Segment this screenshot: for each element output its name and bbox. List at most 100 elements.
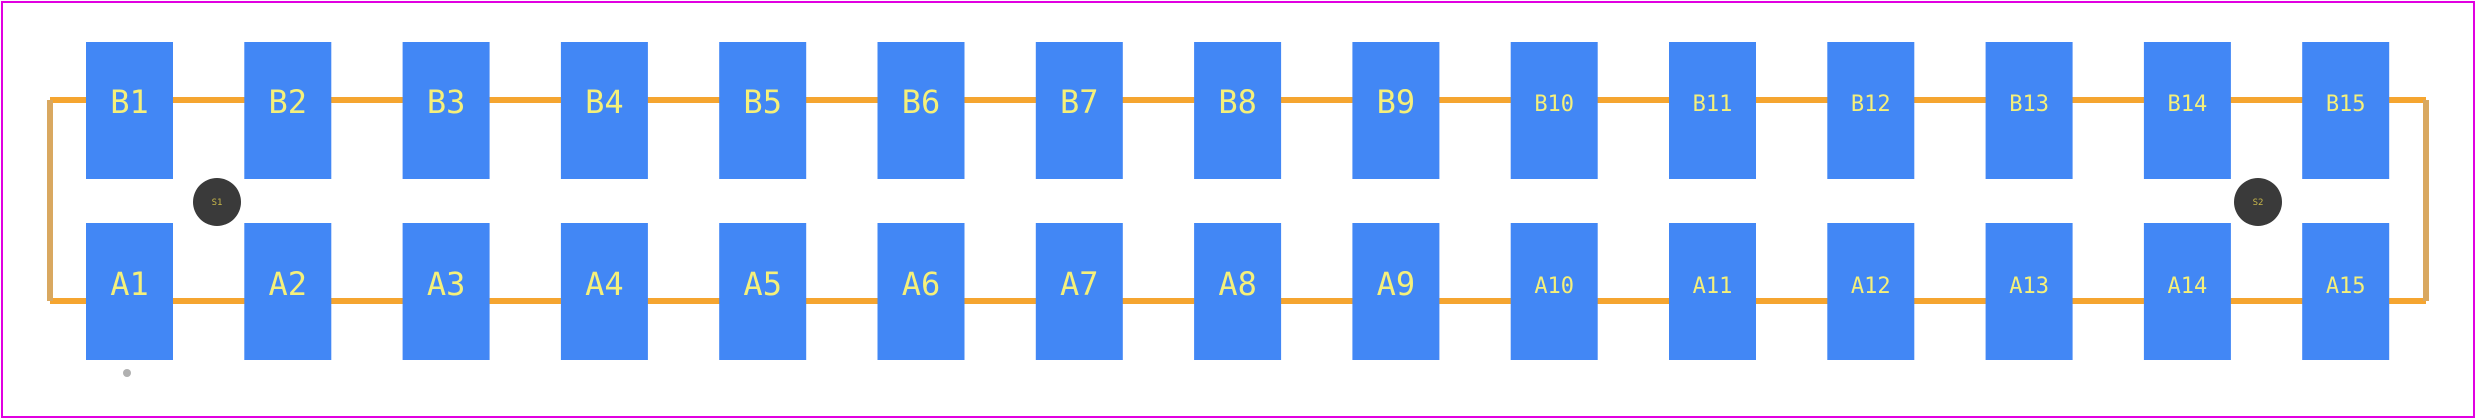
pad-label: B15 — [2326, 92, 2366, 117]
pad-b5: B5 — [719, 42, 807, 179]
pad-b14: B14 — [2143, 42, 2231, 179]
pad-label: B13 — [2009, 92, 2049, 117]
pad-rect — [560, 42, 648, 179]
pad-b8: B8 — [1194, 42, 1282, 179]
hole-circle — [193, 178, 241, 226]
mounting-hole-s1: S1 — [193, 178, 241, 226]
hole-label: S2 — [2253, 198, 2264, 208]
pad-rect — [402, 42, 490, 179]
pad-rect — [560, 223, 648, 360]
pad-b15: B15 — [2302, 42, 2390, 179]
pad-label: B14 — [2168, 92, 2208, 117]
pad-a12: A12 — [1827, 223, 1915, 360]
pad-rect — [244, 42, 332, 179]
pad-rect — [1352, 223, 1440, 360]
pad-label: A9 — [1377, 265, 1416, 303]
pad-label: A2 — [269, 265, 308, 303]
pad-a10: A10 — [1510, 223, 1598, 360]
pad-label: B9 — [1377, 83, 1416, 121]
pad-b11: B11 — [1669, 42, 1756, 179]
pad-a8: A8 — [1194, 223, 1282, 360]
pad-b2: B2 — [244, 42, 332, 179]
pad-label: A1 — [110, 265, 149, 303]
pad-label: A14 — [2168, 274, 2208, 299]
pad-b9: B9 — [1352, 42, 1440, 179]
pad-rect — [402, 223, 490, 360]
pad-rect — [1035, 42, 1123, 179]
pad-label: A3 — [427, 265, 466, 303]
pin1-marker — [123, 369, 131, 377]
pad-rect — [1035, 223, 1123, 360]
pad-b7: B7 — [1035, 42, 1123, 179]
pad-label: B10 — [1534, 92, 1574, 117]
pad-rect — [1985, 42, 2073, 179]
pad-rect — [2143, 223, 2231, 360]
pad-label: B7 — [1060, 83, 1099, 121]
pad-label: A10 — [1534, 274, 1574, 299]
pad-label: B6 — [902, 83, 941, 121]
pad-label: B3 — [427, 83, 466, 121]
pad-rect — [719, 223, 807, 360]
pad-rect — [1194, 42, 1282, 179]
pad-a15: A15 — [2302, 223, 2390, 360]
pad-a6: A6 — [877, 223, 965, 360]
pad-label: A8 — [1218, 265, 1257, 303]
pad-rect — [86, 42, 173, 179]
pad-rect — [1194, 223, 1282, 360]
pad-rect — [2143, 42, 2231, 179]
hole-circle — [2234, 178, 2282, 226]
pad-rect — [1669, 223, 1756, 360]
pad-a2: A2 — [244, 223, 332, 360]
pad-rect — [1669, 42, 1756, 179]
mounting-hole-s2: S2 — [2234, 178, 2282, 226]
pad-rect — [86, 223, 173, 360]
pad-b4: B4 — [560, 42, 648, 179]
pad-rect — [1827, 223, 1915, 360]
pad-a11: A11 — [1669, 223, 1756, 360]
pad-label: A13 — [2009, 274, 2049, 299]
pad-b1: B1 — [86, 42, 173, 179]
pad-a13: A13 — [1985, 223, 2073, 360]
pad-label: B8 — [1218, 83, 1257, 121]
pad-a4: A4 — [560, 223, 648, 360]
pad-label: A7 — [1060, 265, 1099, 303]
pad-label: A5 — [743, 265, 782, 303]
pad-a5: A5 — [719, 223, 807, 360]
pad-a1: A1 — [86, 223, 173, 360]
pad-rect — [1827, 42, 1915, 179]
pad-rect — [1510, 42, 1598, 179]
pad-label: B11 — [1693, 92, 1733, 117]
pad-label: B4 — [585, 83, 624, 121]
hole-label: S1 — [212, 198, 223, 208]
pad-b10: B10 — [1510, 42, 1598, 179]
pad-b13: B13 — [1985, 42, 2073, 179]
pad-a7: A7 — [1035, 223, 1123, 360]
pad-label: A12 — [1851, 274, 1891, 299]
mounting-hole-group: S1 S2 — [193, 178, 2282, 226]
pad-rect — [1510, 223, 1598, 360]
pad-label: B1 — [110, 83, 149, 121]
pad-label: B5 — [743, 83, 782, 121]
pad-label: B2 — [269, 83, 308, 121]
pad-rect — [244, 223, 332, 360]
pad-label: B12 — [1851, 92, 1891, 117]
pad-b3: B3 — [402, 42, 490, 179]
pad-label: A15 — [2326, 274, 2366, 299]
pad-label: A4 — [585, 265, 624, 303]
pad-rect — [1985, 223, 2073, 360]
pad-label: A6 — [902, 265, 941, 303]
pad-rect — [2302, 42, 2390, 179]
pad-rect — [2302, 223, 2390, 360]
pad-a9: A9 — [1352, 223, 1440, 360]
pad-label: A11 — [1693, 274, 1733, 299]
pad-rect — [1352, 42, 1440, 179]
pad-a3: A3 — [402, 223, 490, 360]
pad-rect — [877, 42, 965, 179]
pad-rect — [719, 42, 807, 179]
pad-rect — [877, 223, 965, 360]
pad-b6: B6 — [877, 42, 965, 179]
